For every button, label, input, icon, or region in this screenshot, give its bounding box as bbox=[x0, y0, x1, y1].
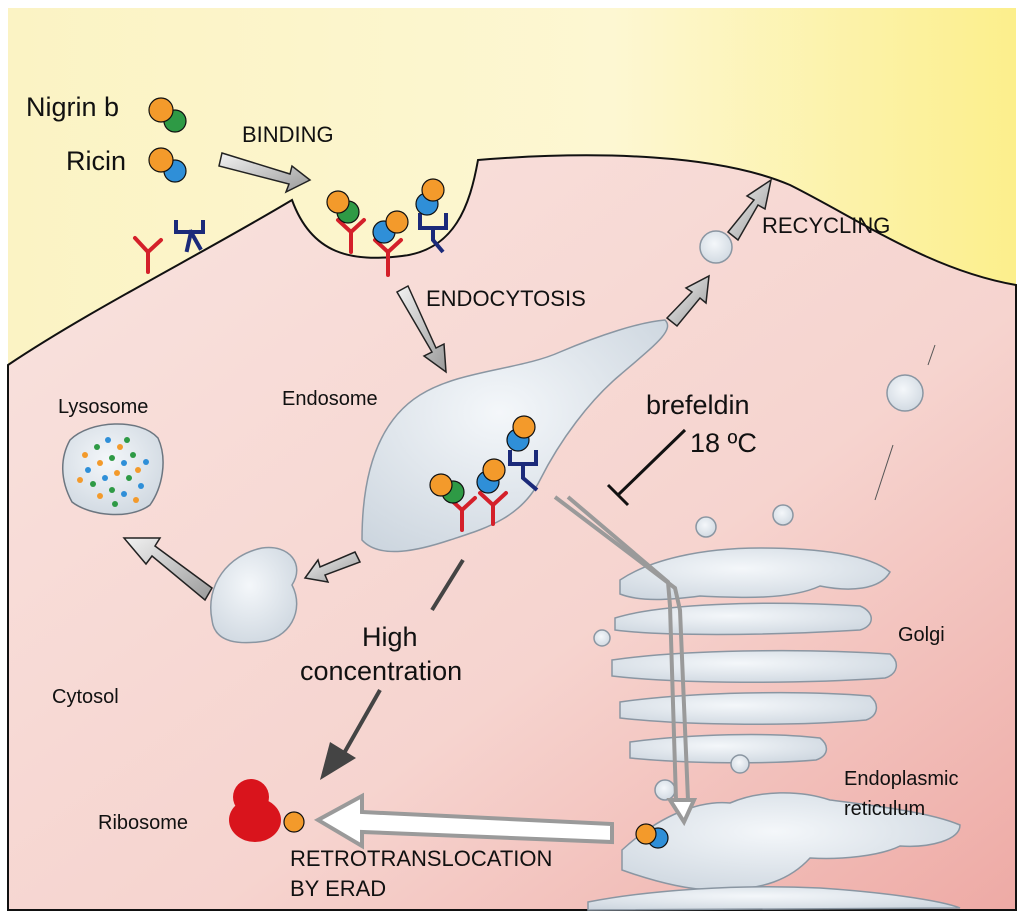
high-concentration-arrowhead bbox=[320, 742, 356, 780]
endosome-label: Endosome bbox=[282, 388, 378, 410]
binding-arrow bbox=[218, 152, 312, 194]
lysosome bbox=[62, 423, 164, 516]
nigrin-b-bound-pit bbox=[326, 190, 360, 224]
ribosome bbox=[229, 779, 281, 842]
lysosome-fragment-dot bbox=[85, 467, 91, 473]
nigrin-b-endosome bbox=[429, 473, 465, 504]
binding-label: BINDING bbox=[242, 122, 334, 147]
er-label-line2: reticulum bbox=[844, 798, 926, 820]
er-label-line1: Endoplasmic bbox=[844, 768, 959, 790]
lysosome-fragment-dot bbox=[109, 455, 115, 461]
receptor-red-pit-2 bbox=[373, 238, 403, 277]
ricin-endosome-blue bbox=[506, 415, 536, 452]
retrograde-transport-arrow bbox=[553, 495, 698, 827]
lysosome-fragment-dot bbox=[77, 477, 83, 483]
cytosol-label: Cytosol bbox=[52, 686, 119, 708]
brefeldin-label: brefeldin bbox=[646, 390, 750, 420]
lysosome-fragment-dot bbox=[102, 475, 108, 481]
lysosome-fragment-dot bbox=[117, 444, 123, 450]
transport-vesicle bbox=[210, 546, 298, 644]
ribosome-label: Ribosome bbox=[98, 812, 189, 834]
to-lysosome-arrow bbox=[122, 537, 213, 602]
ricin-endosome bbox=[476, 458, 506, 494]
ricin-label: Ricin bbox=[66, 146, 127, 176]
nigrin-b-legend-icon bbox=[148, 97, 187, 133]
lysosome-fragment-dot bbox=[124, 437, 130, 443]
lysosome-contents bbox=[77, 437, 149, 507]
recycling-label: RECYCLING bbox=[762, 213, 891, 238]
golgi-label: Golgi bbox=[898, 624, 945, 646]
lysosome-fragment-dot bbox=[105, 437, 111, 443]
retrotranslocation-label-line2: BY ERAD bbox=[290, 876, 387, 901]
lysosome-fragment-dot bbox=[135, 467, 141, 473]
high-concentration-label-line2: concentration bbox=[300, 656, 463, 686]
lysosome-fragment-dot bbox=[90, 481, 96, 487]
receptor-red-surface bbox=[133, 236, 163, 274]
lysosome-fragment-dot bbox=[143, 459, 149, 465]
lysosome-fragment-dot bbox=[97, 460, 103, 466]
high-concentration-label-line1: High bbox=[362, 622, 418, 652]
receptor-red-endosome-2 bbox=[478, 491, 508, 526]
lysosome-fragment-dot bbox=[121, 491, 127, 497]
lysosome-fragment-dot bbox=[133, 497, 139, 503]
lysosome-fragment-dot bbox=[112, 501, 118, 507]
lysosome-fragment-dot bbox=[121, 460, 127, 466]
ricin-bound-blue-pit bbox=[415, 178, 445, 216]
lysosome-label: Lysosome bbox=[58, 396, 149, 418]
temperature-label: 18 ºC bbox=[690, 428, 757, 458]
retrotranslocation-arrow bbox=[313, 792, 614, 850]
receptor-red-pit-1 bbox=[336, 218, 366, 254]
ricin-in-er bbox=[635, 823, 669, 849]
recycling-arrow-lower bbox=[665, 274, 710, 328]
lysosome-fragment-dot bbox=[114, 470, 120, 476]
endoplasmic-reticulum bbox=[587, 792, 961, 911]
endocytosis-arrow bbox=[395, 284, 447, 374]
endosome-to-vesicle-arrow bbox=[303, 551, 362, 583]
ricin-legend-icon bbox=[148, 147, 187, 183]
ricin-bound-pit bbox=[372, 210, 409, 244]
receptor-blue-surface bbox=[174, 220, 205, 253]
lysosome-fragment-dot bbox=[97, 493, 103, 499]
retrotranslocation-label-line1: RETROTRANSLOCATION bbox=[290, 846, 553, 871]
nigrin-b-label: Nigrin b bbox=[26, 92, 120, 122]
receptor-blue-pit bbox=[418, 213, 448, 254]
high-concentration-arrows bbox=[341, 558, 465, 756]
receptor-blue-endosome bbox=[508, 450, 539, 492]
lysosome-fragment-dot bbox=[94, 444, 100, 450]
golgi-vesicles bbox=[593, 230, 924, 801]
lysosome-fragment-dot bbox=[138, 483, 144, 489]
endocytosis-label: ENDOCYTOSIS bbox=[426, 286, 586, 311]
lysosome-fragment-dot bbox=[109, 487, 115, 493]
membrane-fragment bbox=[874, 444, 894, 501]
inhibition-symbol bbox=[606, 428, 687, 507]
lysosome-fragment-dot bbox=[126, 475, 132, 481]
lysosome-fragment-dot bbox=[130, 452, 136, 458]
membrane-fragment bbox=[927, 344, 936, 366]
recycling-arrow-upper bbox=[726, 178, 773, 242]
lysosome-fragment-dot bbox=[82, 452, 88, 458]
toxin-a-chain-cytosol bbox=[283, 811, 305, 833]
